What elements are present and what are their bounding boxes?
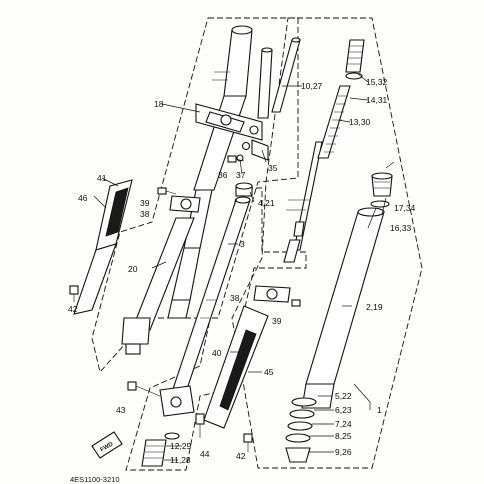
label-15-32: 15,32 xyxy=(366,77,388,87)
bolt-part-42-left xyxy=(69,285,79,302)
spring-seat-part-15-32 xyxy=(345,39,365,80)
bolt-part-39-left xyxy=(157,187,177,195)
damper-rod-part xyxy=(283,141,323,263)
left-fork-group-boundary xyxy=(91,17,299,373)
label-9-26: 9,26 xyxy=(335,447,352,457)
bolt-part-44 xyxy=(195,413,205,438)
spacer-tube-part-10-27 xyxy=(257,37,301,119)
bolt-part-42-right xyxy=(243,433,253,452)
label-6-23: 6,23 xyxy=(335,405,352,415)
outer-leg-part-20 xyxy=(121,217,195,355)
inner-tube-group-boundary xyxy=(125,187,307,471)
label-42-right: 42 xyxy=(236,451,246,461)
spring-part-13-30 xyxy=(317,85,351,159)
label-45: 45 xyxy=(264,367,274,377)
label-2-19: 2,19 xyxy=(366,302,383,312)
label-16-33: 16,33 xyxy=(390,223,412,233)
clamp-part-38-left xyxy=(169,195,201,213)
callout-labels: 18 10,27 15,32 14,31 13,30 35 36 37 41 4… xyxy=(68,77,416,465)
label-35: 35 xyxy=(268,163,278,173)
label-39-left: 39 xyxy=(140,198,150,208)
label-42-left: 42 xyxy=(68,304,78,314)
drawing-code: 4ES1100-3210 xyxy=(70,475,120,484)
label-37: 37 xyxy=(236,170,246,180)
label-5-22: 5,22 xyxy=(335,391,352,401)
label-46: 46 xyxy=(78,193,88,203)
label-10-27: 10,27 xyxy=(301,81,323,91)
label-38-right: 38 xyxy=(230,293,240,303)
bolt-part-39-right xyxy=(291,299,301,307)
cap-part-4-21 xyxy=(235,182,253,197)
label-39-right: 39 xyxy=(272,316,282,326)
label-43: 43 xyxy=(116,405,126,415)
label-41: 41 xyxy=(97,173,107,183)
clamp-part-38-right xyxy=(253,285,291,303)
label-40: 40 xyxy=(212,348,222,358)
leader-lines xyxy=(93,73,387,461)
label-3: 3 xyxy=(240,239,245,249)
outer-tube-part-18 xyxy=(167,25,253,319)
cap-bolt-part-17-34 xyxy=(370,161,395,208)
label-18: 18 xyxy=(154,99,164,109)
inner-tube-part-3 xyxy=(171,196,251,393)
label-12-29: 12,29 xyxy=(170,441,192,451)
guard-part-40 xyxy=(203,305,269,429)
right-fork-group-boundary xyxy=(231,17,423,469)
label-7-24: 7,24 xyxy=(335,419,352,429)
fwd-direction-mark: FWD xyxy=(91,431,123,459)
label-44: 44 xyxy=(200,449,210,459)
label-36: 36 xyxy=(218,170,228,180)
label-38-left: 38 xyxy=(140,209,150,219)
label-14-31: 14,31 xyxy=(366,95,388,105)
label-4-21: 4,21 xyxy=(258,198,275,208)
label-11-28: 11,28 xyxy=(170,455,191,465)
seal-stack-part-5-22-to-9-26 xyxy=(285,397,317,463)
fork-guard-part-41 xyxy=(73,179,133,315)
label-20: 20 xyxy=(128,264,138,274)
bottom-spring-part-11-28 xyxy=(141,432,180,467)
axle-bracket-part-43 xyxy=(127,381,195,417)
label-13-30: 13,30 xyxy=(349,117,371,127)
label-8-25: 8,25 xyxy=(335,431,352,441)
label-17-34: 17,34 xyxy=(394,203,416,213)
label-1: 1 xyxy=(377,405,382,415)
